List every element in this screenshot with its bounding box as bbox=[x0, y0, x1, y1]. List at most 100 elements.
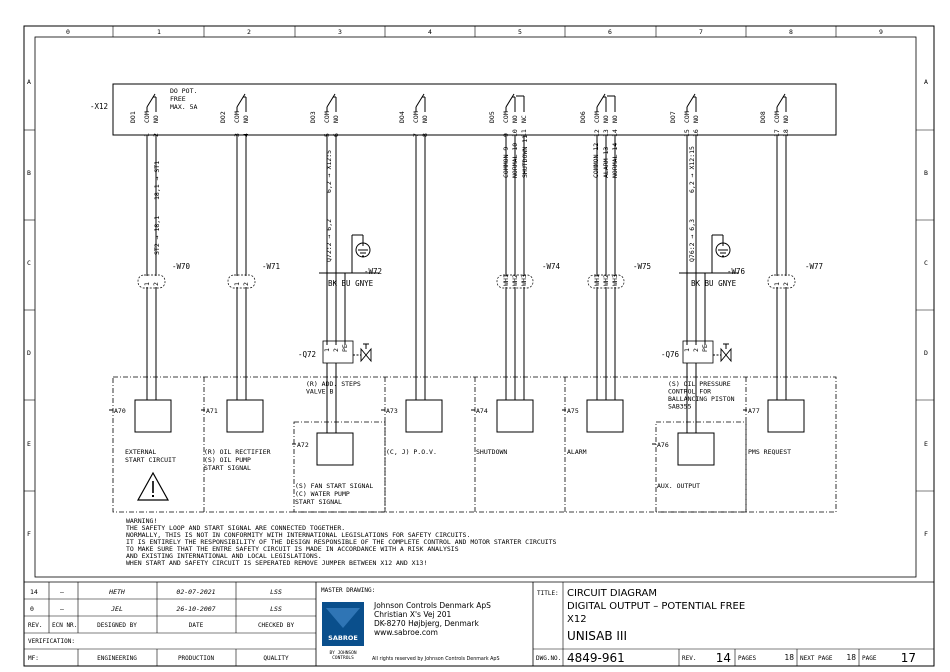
logo-text: SABROE bbox=[328, 634, 358, 642]
unit-tag-a70: A70 bbox=[114, 407, 126, 415]
title-block bbox=[24, 581, 934, 666]
company-city: DK-8270 Højbjerg, Denmark bbox=[374, 619, 479, 628]
grid-row-B-left: B bbox=[27, 169, 31, 177]
rev-1-checker: LSS bbox=[270, 588, 282, 596]
output-do1-pin-1: NO bbox=[152, 115, 160, 123]
valve-pin-pe: PE bbox=[701, 344, 709, 352]
grid-row-A-left: A bbox=[27, 78, 31, 86]
external-units-frame bbox=[112, 376, 837, 513]
cable-w75: -W75 bbox=[633, 262, 651, 271]
rights-notice: All rights reserved by Johnson Controls … bbox=[372, 656, 500, 662]
unit-text-a70-0: EXTERNAL bbox=[125, 448, 156, 456]
warning-line-2: THE SAFETY LOOP AND START SIGNAL ARE CON… bbox=[126, 524, 345, 532]
output-do6-pin-0: COM bbox=[593, 111, 601, 123]
unit-frame-a72 bbox=[293, 421, 386, 513]
company-block: MASTER DRAWING: SABROE BY JOHNSON CONTRO… bbox=[321, 587, 500, 662]
cable-sleeve bbox=[587, 274, 625, 289]
output-do3-pin-1: NO bbox=[332, 115, 340, 123]
output-do3-pin-0: COM bbox=[323, 111, 331, 123]
valve-icon bbox=[720, 347, 732, 363]
core-w74-1: WH2 bbox=[511, 274, 519, 286]
unit-box-a75 bbox=[586, 399, 624, 433]
title-label: TITLE: bbox=[537, 590, 559, 597]
cable-w76: -W76 bbox=[727, 267, 746, 276]
cable-w76-core-colors: BK BU GNYE bbox=[691, 279, 737, 288]
core-label-bg bbox=[612, 276, 618, 287]
output-id-do1: DO1 bbox=[129, 111, 137, 123]
unit-box-a74 bbox=[496, 399, 534, 433]
output-do5-pin-0: COM bbox=[502, 111, 510, 123]
grid-row-E-left: E bbox=[27, 440, 31, 448]
header-checked-by: CHECKED BY bbox=[258, 622, 295, 629]
grid-col-1-top: 1 bbox=[157, 28, 161, 36]
footer-production: PRODUCTION bbox=[178, 655, 215, 662]
output-id-do7: DO7 bbox=[669, 111, 677, 123]
core-label-bg bbox=[234, 276, 240, 287]
cable-w72-core-colors: BK BU GNYE bbox=[328, 279, 374, 288]
warning-line-1: WARNING! bbox=[126, 517, 157, 525]
unit-box-a73 bbox=[405, 399, 443, 433]
output-do2-pin-0: COM bbox=[233, 111, 241, 123]
warning-line-6: AND EXISTING INTERNATIONAL AND LOCAL LEG… bbox=[126, 552, 322, 560]
core-w75-0: WH1 bbox=[593, 274, 601, 286]
unit-top-a76-2: BALLANCING PISTON bbox=[668, 395, 735, 403]
unit-tag-a75: A75 bbox=[567, 407, 579, 415]
cross-ref-st1: 18,1 → ST1 bbox=[153, 161, 161, 200]
grid-row-C-right: C bbox=[924, 259, 928, 267]
core-label-bg bbox=[774, 276, 780, 287]
page-label: PAGE bbox=[862, 655, 877, 662]
sheet-border bbox=[23, 25, 935, 667]
cable-sleeve bbox=[137, 274, 166, 289]
terminal-strip-tag: -X12 bbox=[90, 102, 108, 111]
cable-w77: -W77 bbox=[805, 262, 823, 271]
valve-pin-1: 1 bbox=[683, 348, 691, 352]
output-do4-pin-1: NO bbox=[421, 115, 429, 123]
terminal-note: DO POT. FREE MAX. 5A bbox=[170, 87, 197, 111]
output-do6-terminal-1: 13 bbox=[602, 129, 610, 137]
unit-frame-a76 bbox=[655, 421, 747, 513]
cable-sleeve bbox=[227, 274, 256, 289]
output-id-do8: DO8 bbox=[759, 111, 767, 123]
core-label-bg bbox=[144, 276, 150, 287]
grid-col-2-top: 2 bbox=[247, 28, 251, 36]
output-do8-terminal-0: 17 bbox=[773, 129, 781, 137]
unit-tag-a74: A74 bbox=[476, 407, 488, 415]
terminal-note-line-2: FREE bbox=[170, 95, 186, 103]
unit-text-a71-0: (R) OIL RECTIFIER bbox=[204, 448, 271, 456]
output-do7-terminal-1: 16 bbox=[692, 129, 700, 137]
output-do5-pin-2: NC bbox=[520, 115, 528, 123]
footer-engineering: ENGINEERING bbox=[97, 655, 137, 662]
title-area: TITLE: CIRCUIT DIAGRAM DIGITAL OUTPUT – … bbox=[536, 588, 916, 665]
warning-note: WARNING! THE SAFETY LOOP AND START SIGNA… bbox=[126, 517, 557, 567]
unit-tag-a77: A77 bbox=[748, 407, 760, 415]
output-do7-pin-1: NO bbox=[692, 115, 700, 123]
core-label-bg bbox=[153, 276, 159, 287]
grid-col-6-top: 6 bbox=[608, 28, 612, 36]
unit-tag-a72: A72 bbox=[297, 441, 309, 449]
valve-terminal-box bbox=[322, 340, 354, 364]
company-web: www.sabroe.com bbox=[374, 628, 438, 637]
title-line-3: X12 bbox=[567, 614, 587, 625]
wire-label-shutdown-11: SHUTDOWN 11 bbox=[521, 135, 529, 178]
contact-blade bbox=[146, 93, 156, 108]
unit-a73: A73(C, J) P.O.V. bbox=[381, 399, 443, 456]
pages-label: PAGES bbox=[738, 655, 756, 662]
unit-tag-a73: A73 bbox=[386, 407, 398, 415]
output-do5-terminal-1: 10 bbox=[511, 129, 519, 137]
pages-value: 18 bbox=[784, 653, 794, 662]
cross-ref-q72: Q72:2 → 6,2 bbox=[325, 219, 333, 262]
valve-pin-2: 2 bbox=[332, 348, 340, 352]
core-label-bg bbox=[503, 276, 509, 287]
warning-icon bbox=[136, 471, 170, 501]
valve-icon bbox=[360, 347, 372, 363]
core-label-bg bbox=[594, 276, 600, 287]
cross-ref-x12-15: 6,2 → X12:15 bbox=[688, 146, 696, 193]
